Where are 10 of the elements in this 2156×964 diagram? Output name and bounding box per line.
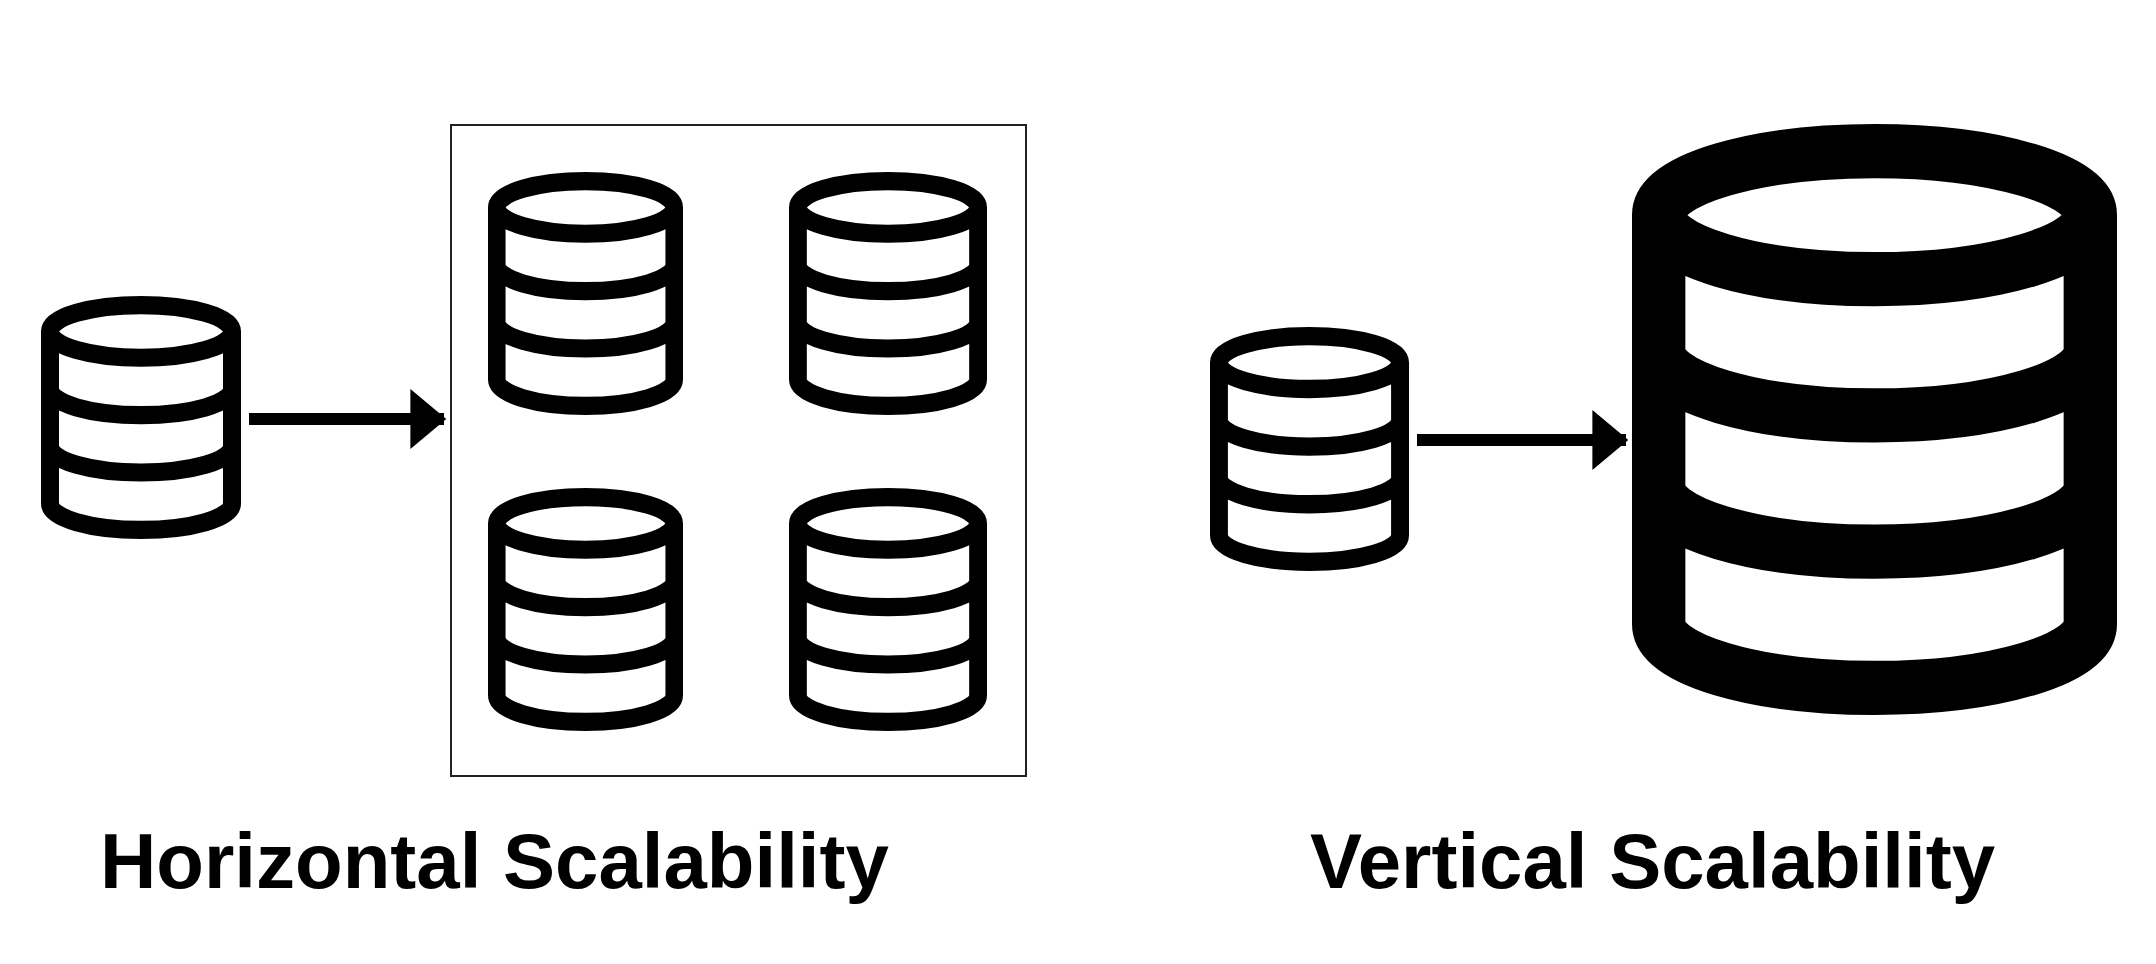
database-icon	[488, 488, 683, 731]
database-icon	[41, 296, 241, 539]
database-icon	[1632, 124, 2117, 715]
database-icon	[1210, 327, 1409, 571]
arrow	[1417, 410, 1629, 470]
database-icon	[789, 172, 987, 415]
database-icon	[488, 172, 683, 415]
group-frame	[450, 124, 1027, 777]
arrow	[249, 389, 447, 449]
database-icon	[789, 488, 987, 731]
